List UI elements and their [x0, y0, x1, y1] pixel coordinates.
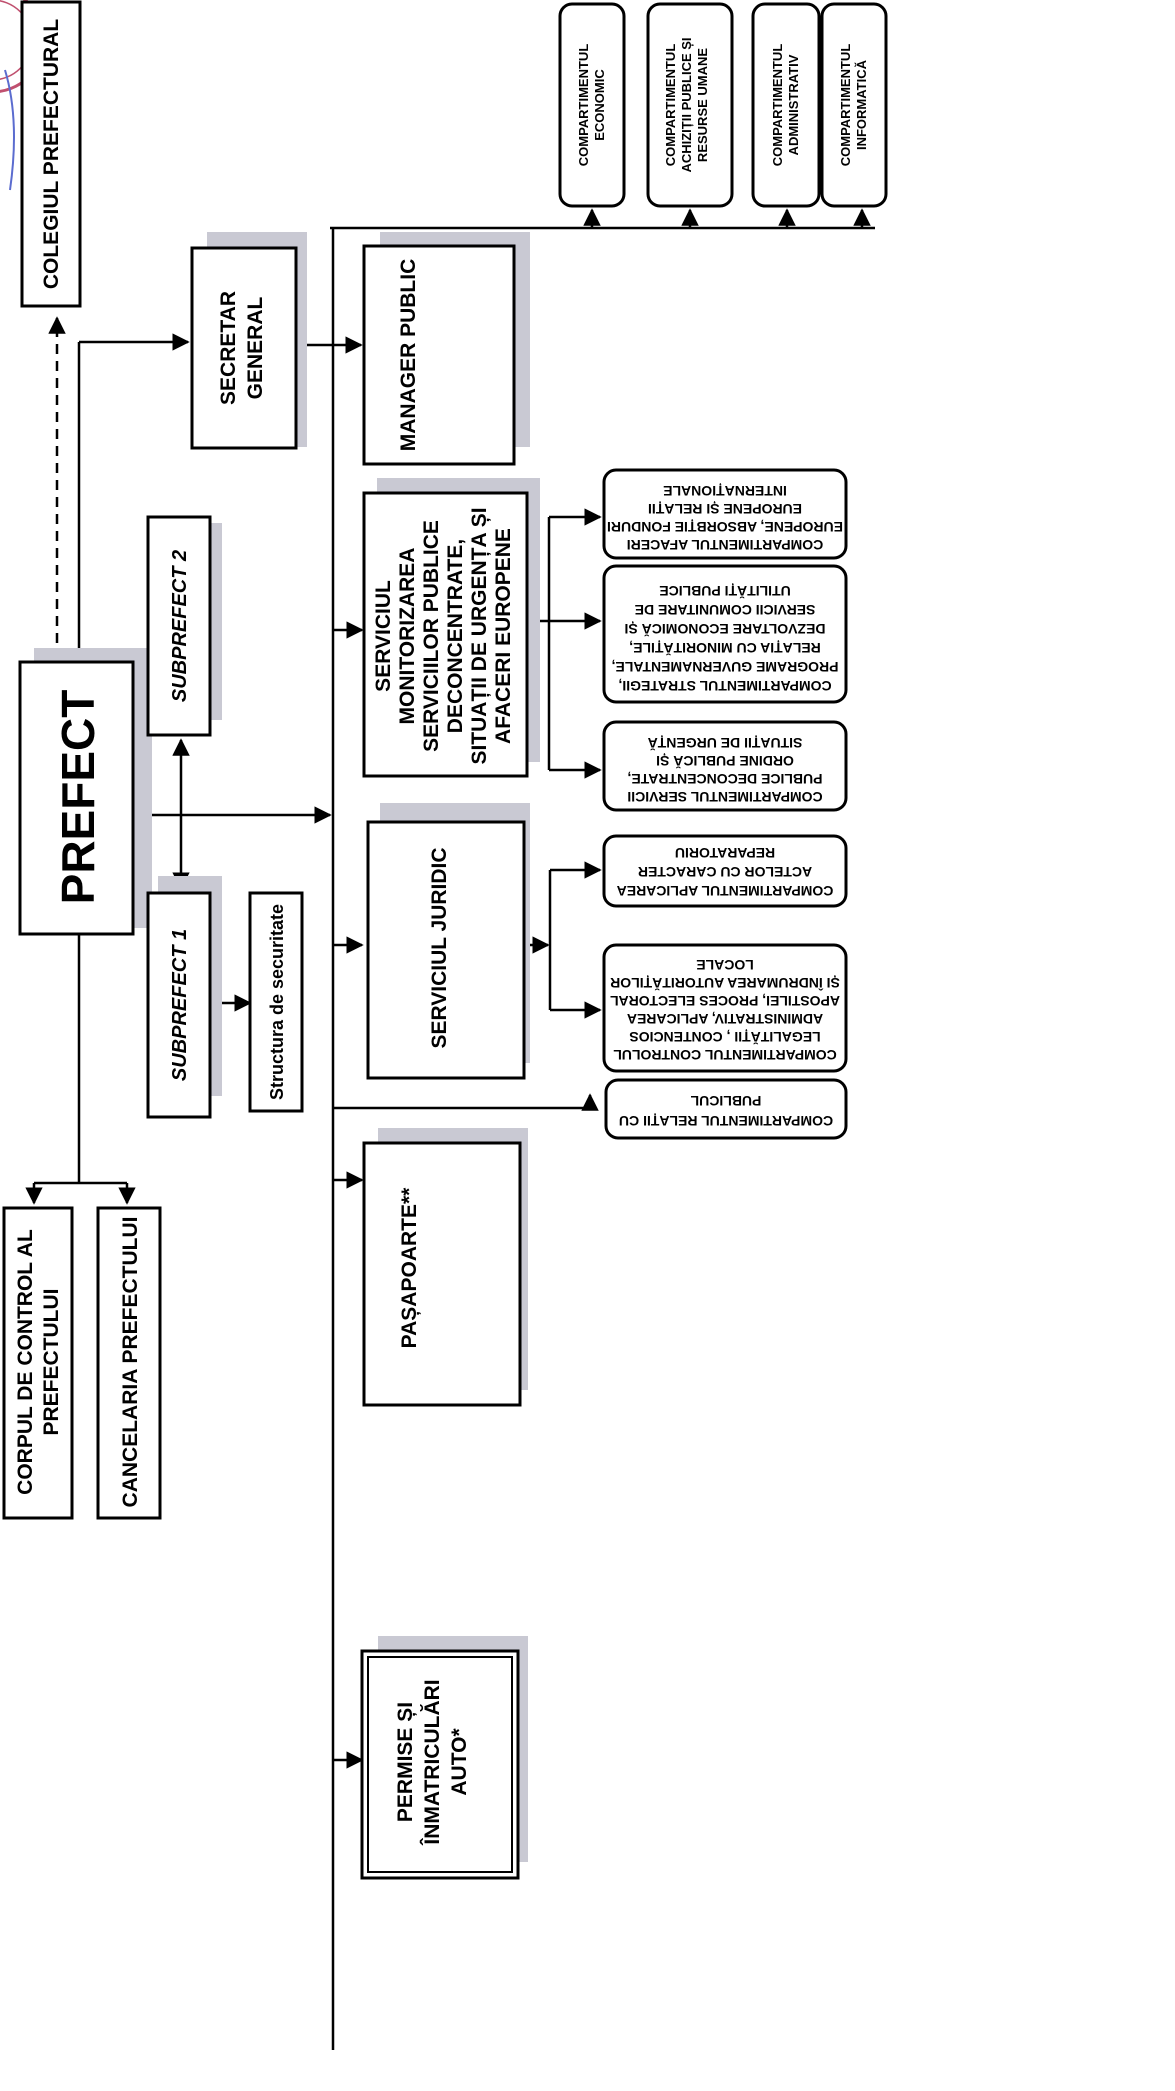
comp-servicii-line-3: ORDINE PUBLICĂ ȘI	[656, 753, 794, 769]
subprefect-1-box: SUBPREFECT 1	[146, 876, 222, 1119]
comp-servicii-line-1: COMPARTIMENTUL SERVICII	[627, 789, 822, 805]
secretar-general-box: SECRETAR GENERAL	[190, 232, 307, 450]
colegiul-prefectural-label: COLEGIUL PREFECTURAL	[40, 19, 63, 289]
comp-strategii-line-1: COMPARTIMENTUL STRATEGII,	[618, 678, 831, 694]
connector-lines	[25, 208, 875, 2050]
comp-servicii-line-2: PUBLICE DECONCENTRATE,	[628, 771, 823, 787]
comp-afaceri-europene-box: COMPARTIMENTUL AFACERI EUROPENE, ABSORBȚ…	[602, 468, 848, 560]
comp-afaceri-line-4: INTERNAȚIONALE	[663, 483, 787, 499]
structura-securitate-label: Structura de securitate	[267, 904, 287, 1100]
comp-aplicarea-line-3: REPARATORIU	[675, 845, 775, 861]
cancelaria-box: CANCELARIA PREFECTULUI	[96, 1206, 162, 1520]
serviciul-juridic-label: SERVICIUL JURIDIC	[428, 847, 451, 1048]
prefect-label: PREFECT	[52, 690, 104, 905]
comp-aplicarea-line-1: COMPARTIMENTUL APLICAREA	[617, 883, 834, 899]
corpul-label-1: CORPUL DE CONTROL AL	[14, 1229, 37, 1495]
serviciul-monitorizare-line-5: SITUAȚII DE URGENȚA ȘI	[468, 507, 491, 764]
serviciul-monitorizare-line-6: AFACERI EUROPENE	[492, 528, 515, 744]
comp-relatii-publicul-box: COMPARTIMENTUL RELAȚII CU PUBLICUL	[604, 1078, 848, 1140]
comp-controlul-line-1: COMPARTIMENTUL CONTROLUL	[613, 1047, 837, 1063]
comp-strategii-line-5: SERVICII COMUNITARE DE	[635, 602, 816, 618]
serviciul-monitorizare-box: SERVICIUL MONITORIZAREA SERVICIILOR PUBL…	[362, 478, 540, 778]
pasapoarte-label: PAȘAPOARTE**	[398, 1187, 421, 1348]
subprefect-2-box: SUBPREFECT 2	[146, 515, 222, 737]
comp-strategii-line-3: RELAȚIA CU MINORITĂȚILE,	[629, 640, 821, 656]
comp-economic-line-1: COMPARTIMENTUL	[576, 44, 591, 167]
comp-controlul-legalitatii-box: COMPARTIMENTUL CONTROLUL LEGALITĂȚII , C…	[602, 943, 848, 1073]
manager-public-box: MANAGER PUBLIC	[362, 232, 530, 466]
comp-achizitii-box: COMPARTIMENTUL ACHIZIȚII PUBLICE ȘI RESU…	[646, 2, 734, 208]
prefect-box: PREFECT	[18, 648, 152, 936]
pasapoarte-box: PAȘAPOARTE**	[362, 1128, 528, 1407]
comp-afaceri-line-3: EUROPENE ȘI RELAȚII	[648, 501, 802, 517]
serviciul-monitorizare-line-1: SERVICIUL	[372, 580, 395, 692]
comp-informatica-line-2: INFORMATICĂ	[854, 59, 869, 150]
comp-administrativ-line-1: COMPARTIMENTUL	[770, 44, 785, 167]
comp-strategii-line-6: UTILITĂȚI PUBLICE	[659, 583, 790, 599]
permise-label-2: ÎNMATRICULĂRI	[420, 1679, 444, 1845]
comp-controlul-line-3: ADMINISTRATIV, APLICAREA	[627, 1011, 823, 1027]
comp-controlul-line-2: LEGALITĂȚII , CONTENCIOS	[629, 1029, 820, 1045]
secretar-general-label-1: SECRETAR	[217, 291, 240, 405]
comp-relatii-line-1: COMPARTIMENTUL RELAȚII CU	[619, 1113, 833, 1129]
structura-securitate-box: Structura de securitate	[248, 891, 304, 1113]
comp-achizitii-line-1: COMPARTIMENTUL	[663, 44, 678, 167]
comp-afaceri-line-2: EUROPENE, ABSORBȚIE FONDURI	[607, 519, 843, 535]
permise-label-1: PERMISE ȘI	[394, 1702, 417, 1822]
comp-aplicarea-line-2: ACTELOR CU CARACTER	[638, 864, 812, 880]
serviciul-monitorizare-line-3: SERVICIILOR PUBLICE	[420, 520, 443, 752]
comp-servicii-publice-box: COMPARTIMENTUL SERVICII PUBLICE DECONCEN…	[602, 720, 848, 812]
permise-box: PERMISE ȘI ÎNMATRICULĂRI AUTO*	[360, 1636, 528, 1880]
comp-aplicarea-actelor-box: COMPARTIMENTUL APLICAREA ACTELOR CU CARA…	[602, 834, 848, 908]
comp-informatica-box: COMPARTIMENTUL INFORMATICĂ	[820, 2, 888, 208]
comp-administrativ-line-2: ADMINISTRATIV	[786, 54, 801, 155]
serviciul-monitorizare-line-4: DECONCENTRATE,	[444, 539, 467, 733]
cancelaria-label: CANCELARIA PREFECTULUI	[119, 1217, 142, 1508]
comp-strategii-line-4: DEZVOLTARE ECONOMICĂ ȘI	[625, 621, 826, 637]
comp-informatica-line-1: COMPARTIMENTUL	[838, 44, 853, 167]
corpul-de-control-box: CORPUL DE CONTROL AL PREFECTULUI	[2, 1206, 74, 1520]
comp-economic-line-2: ECONOMIC	[592, 69, 607, 141]
comp-controlul-line-5: ȘI ÎNDRUMAREA AUTORITĂȚILOR	[610, 975, 840, 992]
comp-controlul-line-4: APOSTILEI, PROCES ELECTORAL	[610, 993, 840, 1009]
comp-economic-box: COMPARTIMENTUL ECONOMIC	[558, 2, 626, 208]
comp-relatii-line-2: PUBLICUL	[690, 1093, 761, 1109]
comp-achizitii-line-2: ACHIZIȚII PUBLICE ȘI	[679, 37, 694, 172]
serviciul-monitorizare-line-2: MONITORIZAREA	[396, 548, 419, 725]
comp-administrativ-box: COMPARTIMENTUL ADMINISTRATIV	[751, 2, 821, 208]
serviciul-juridic-box: SERVICIUL JURIDIC	[366, 803, 530, 1080]
manager-public-label: MANAGER PUBLIC	[397, 259, 420, 452]
comp-servicii-line-4: SITUAȚII DE URGENȚĂ	[648, 735, 803, 751]
comp-controlul-line-6: LOCALE	[696, 957, 754, 973]
corpul-label-2: PREFECTULUI	[40, 1289, 63, 1436]
comp-achizitii-line-3: RESURSE UMANE	[695, 48, 710, 162]
colegiul-prefectural-box: COLEGIUL PREFECTURAL	[20, 0, 82, 308]
comp-strategii-line-2: PROGRAME GUVERNAMENTALE,	[612, 659, 839, 675]
comp-strategii-box: COMPARTIMENTUL STRATEGII, PROGRAME GUVER…	[602, 564, 848, 704]
permise-label-3: AUTO*	[448, 1728, 471, 1796]
comp-afaceri-line-1: COMPARTIMENTUL AFACERI	[627, 537, 824, 553]
subprefect-2-label: SUBPREFECT 2	[169, 550, 191, 702]
subprefect-1-label: SUBPREFECT 1	[169, 929, 191, 1081]
secretar-general-label-2: GENERAL	[244, 296, 267, 399]
